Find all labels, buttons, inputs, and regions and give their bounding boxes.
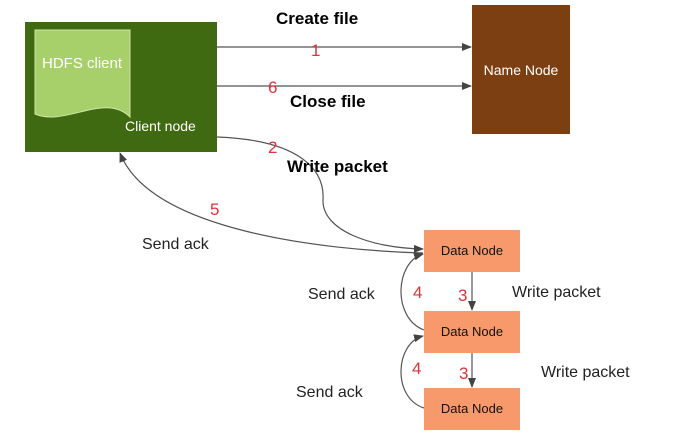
client-node-label: Client node <box>125 118 196 134</box>
data-node-label: Data Node <box>440 324 504 339</box>
send-ack-1-step: 4 <box>413 283 423 302</box>
data-node-1: Data Node <box>424 230 520 272</box>
write-packet-1-label: Write packet <box>512 284 601 301</box>
hdfs-client-document-icon <box>34 29 131 119</box>
send-ack-1-arrow <box>400 252 425 331</box>
write-packet-client-label: Write packet <box>287 157 388 176</box>
close-file-step: 6 <box>268 78 278 97</box>
send-ack-client-arrow <box>119 152 424 254</box>
client-node: HDFS client Client node <box>25 22 217 152</box>
send-ack-2-label: Send ack <box>296 384 363 401</box>
write-packet-client-arrow <box>216 136 424 253</box>
send-ack-2-step: 4 <box>412 359 422 378</box>
send-ack-client-label: Send ack <box>142 236 209 253</box>
create-file-label: Create file <box>276 9 359 28</box>
create-file-step: 1 <box>311 41 321 60</box>
write-packet-client-step: 2 <box>268 138 278 157</box>
data-node-label: Data Node <box>440 243 504 258</box>
hdfs-client-label: HDFS client <box>42 55 123 72</box>
data-node-2: Data Node <box>424 311 520 353</box>
write-packet-2-step: 3 <box>459 364 469 383</box>
name-node-label: Name Node <box>483 62 559 78</box>
data-node-label: Data Node <box>440 401 504 416</box>
send-ack-1-label: Send ack <box>308 286 375 303</box>
write-packet-1-step: 3 <box>458 286 468 305</box>
write-packet-2-label: Write packet <box>541 364 630 381</box>
data-node-3: Data Node <box>424 388 520 430</box>
send-ack-client-step: 5 <box>210 200 220 219</box>
name-node: Name Node <box>472 5 570 134</box>
close-file-label: Close file <box>290 92 366 111</box>
send-ack-2-arrow <box>400 334 425 409</box>
